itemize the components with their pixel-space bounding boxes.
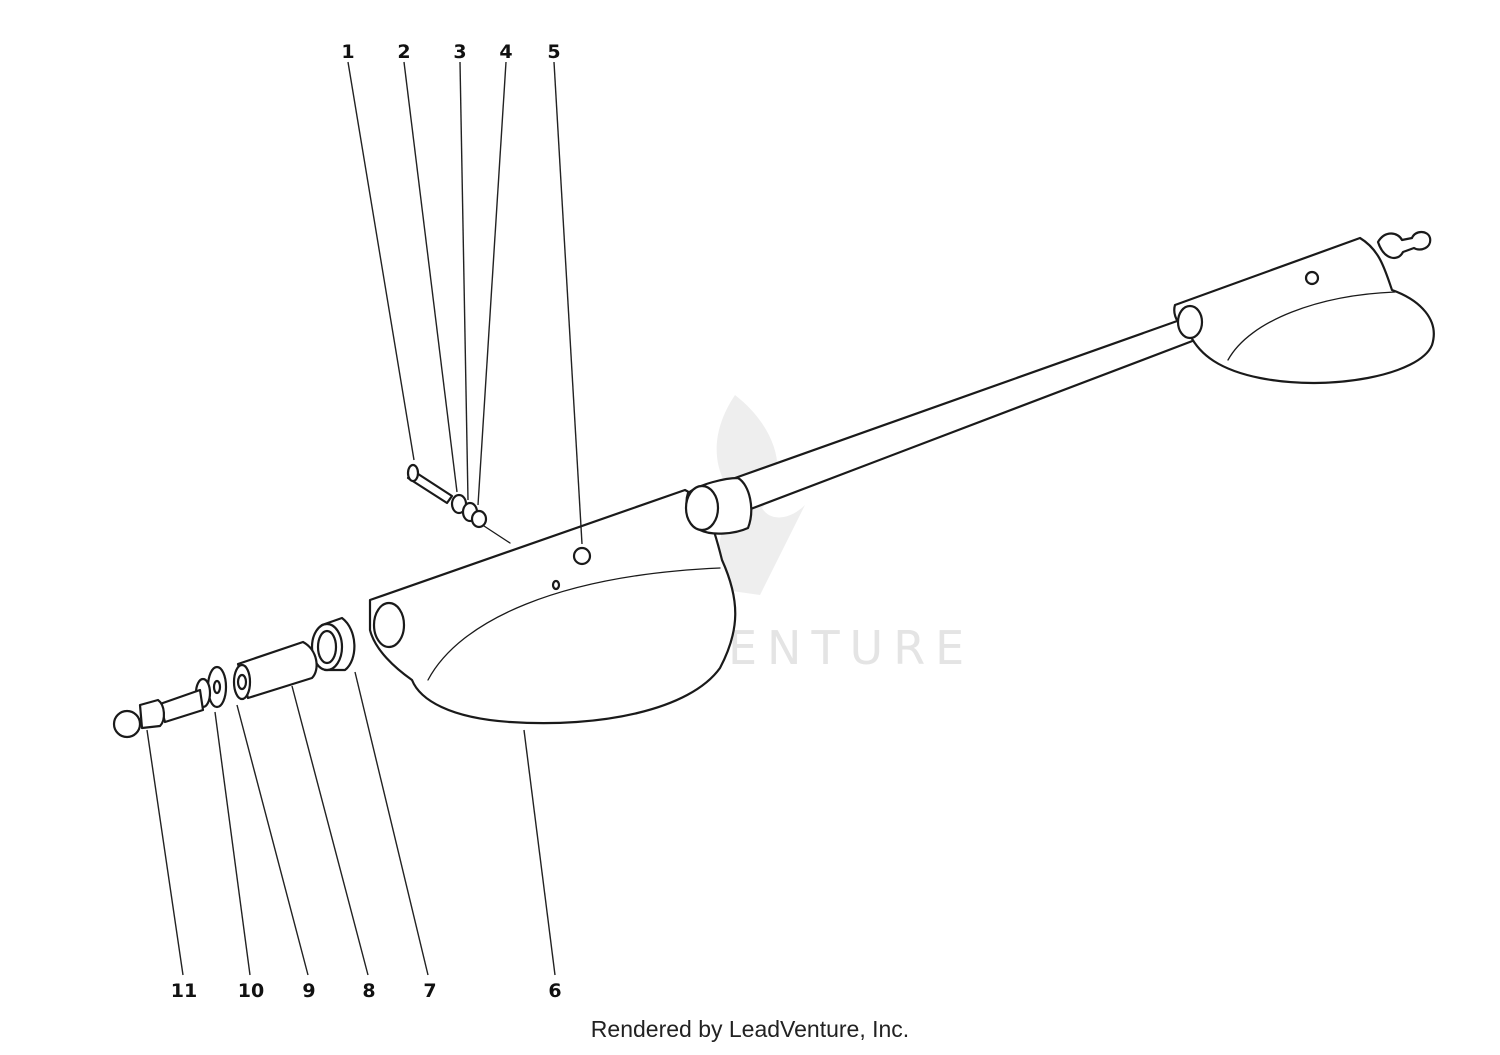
callout-11: 11 — [171, 980, 197, 1002]
axle-rod — [733, 318, 1197, 512]
callout-numbers: 1 2 3 4 5 6 7 8 9 10 11 — [171, 41, 562, 1002]
bushing — [310, 616, 356, 672]
ball-stud — [112, 688, 205, 739]
leader-6 — [523, 729, 556, 976]
callout-4: 4 — [499, 41, 512, 63]
callout-8: 8 — [362, 980, 375, 1002]
footer-credit: Rendered by LeadVenture, Inc. — [590, 1016, 910, 1042]
pin — [232, 640, 318, 701]
callout-1: 1 — [341, 41, 354, 63]
callout-9: 9 — [302, 980, 315, 1002]
main-housing — [368, 476, 753, 725]
callout-7: 7 — [423, 980, 436, 1002]
leader-7 — [354, 671, 429, 976]
washer-9 — [206, 665, 228, 709]
callout-5: 5 — [547, 41, 560, 63]
leader-lines — [146, 61, 583, 976]
leader-11 — [146, 729, 184, 976]
callout-10: 10 — [238, 980, 264, 1002]
leader-8 — [291, 685, 369, 976]
leader-4 — [477, 61, 507, 506]
callout-2: 2 — [397, 41, 410, 63]
bolt-assembly — [406, 463, 511, 544]
right-housing — [1173, 230, 1435, 385]
leader-3 — [459, 61, 469, 501]
callout-3: 3 — [453, 41, 466, 63]
leader-10 — [214, 711, 251, 976]
leader-5 — [553, 61, 583, 545]
leader-1 — [347, 61, 415, 461]
callout-6: 6 — [548, 980, 561, 1002]
leader-2 — [403, 61, 458, 493]
leader-9 — [236, 704, 309, 976]
